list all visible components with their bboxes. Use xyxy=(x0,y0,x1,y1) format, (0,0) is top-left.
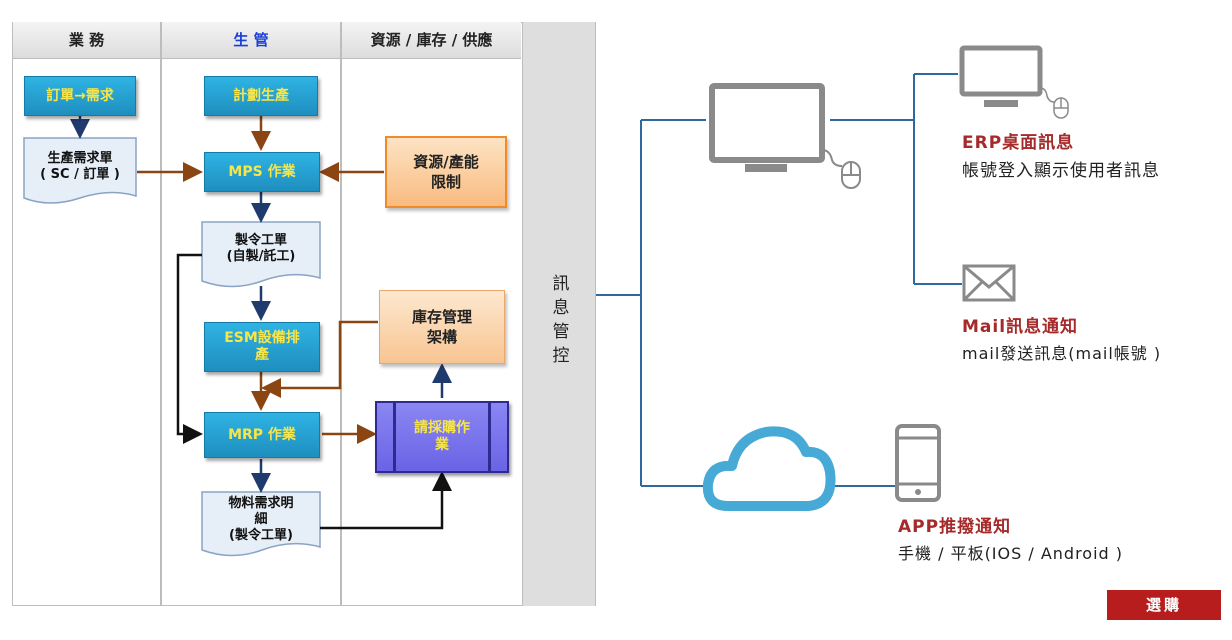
purchase-line2: 業 xyxy=(435,437,449,453)
lane-header-production: 生 管 xyxy=(162,22,340,59)
app-desc: 手機 / 平板(IOS / Android ) xyxy=(898,544,1124,563)
buy-button[interactable]: 選購 xyxy=(1107,590,1221,620)
material-demand-doc-line2: 細 xyxy=(254,512,268,527)
work-order-doc-line1: 製令工單 xyxy=(234,233,287,248)
material-demand-doc-line1: 物料需求明 xyxy=(228,496,294,511)
mrp-box: MRP 作業 xyxy=(204,412,320,458)
desktop-monitor-icon xyxy=(709,83,825,172)
smartphone-icon xyxy=(895,424,941,502)
message-control-label: 訊息管控 xyxy=(552,274,570,366)
erp-desc: 帳號登入顯示使用者訊息 xyxy=(962,161,1160,181)
erp-title: ERP桌面訊息 xyxy=(962,133,1075,153)
work-order-doc-shape xyxy=(201,221,321,288)
cloud-icon xyxy=(702,426,836,511)
material-demand-doc: 物料需求明 細 (製令工單) xyxy=(202,494,320,546)
purchase-box: 請採購作 業 xyxy=(375,401,509,473)
mail-desc: mail發送訊息(mail帳號 ) xyxy=(962,344,1162,363)
mps-box: MPS 作業 xyxy=(204,152,320,192)
production-demand-doc-line2: ( SC / 訂單 ) xyxy=(40,167,120,182)
message-control-column xyxy=(522,22,596,606)
lane-header-business: 業 務 xyxy=(13,22,160,59)
material-demand-doc-shape xyxy=(201,491,321,557)
arrow-material-to-purchase xyxy=(320,471,452,530)
inventory-arch-line2: 架構 xyxy=(426,328,457,346)
small-mouse-icon xyxy=(1039,87,1069,119)
app-title: APP推撥通知 xyxy=(898,517,1012,537)
esm-box: ESM設備排 產 xyxy=(204,322,320,372)
esm-line1: ESM設備排 xyxy=(224,330,300,346)
work-order-doc: 製令工單 (自製/託工) xyxy=(202,227,320,271)
purchase-box-bar xyxy=(393,403,396,471)
material-demand-doc-line3: (製令工單) xyxy=(229,528,293,543)
resource-limit-line1: 資源/產能 xyxy=(413,153,479,171)
production-demand-doc-line1: 生產需求單 xyxy=(47,151,113,166)
lane-divider xyxy=(340,22,342,606)
arrow-inventory-to-esm xyxy=(261,320,378,398)
envelope-icon xyxy=(962,264,1016,302)
production-demand-doc: 生產需求單 ( SC / 訂單 ) xyxy=(24,145,136,189)
purchase-line1: 請採購作 xyxy=(414,420,470,436)
plan-production-box: 計劃生產 xyxy=(204,76,318,116)
production-demand-doc-shape xyxy=(23,137,137,204)
small-monitor-icon xyxy=(959,45,1043,107)
work-order-doc-line2: (自製/託工) xyxy=(226,249,296,264)
resource-limit-line2: 限制 xyxy=(430,173,461,191)
arrow-workorder-to-mrp xyxy=(176,253,203,444)
lane-header-resources: 資源 / 庫存 / 供應 xyxy=(342,22,521,59)
inventory-arch-box: 庫存管理 架構 xyxy=(379,290,505,364)
inventory-arch-line1: 庫存管理 xyxy=(411,308,472,326)
mail-title: Mail訊息通知 xyxy=(962,317,1079,337)
resource-limit-box: 資源/產能 限制 xyxy=(385,136,507,208)
esm-line2: 產 xyxy=(254,347,269,363)
order-to-demand-box: 訂單→需求 xyxy=(24,76,136,116)
lane-divider xyxy=(160,22,162,606)
purchase-box-bar xyxy=(488,403,491,471)
mouse-icon xyxy=(821,149,861,189)
